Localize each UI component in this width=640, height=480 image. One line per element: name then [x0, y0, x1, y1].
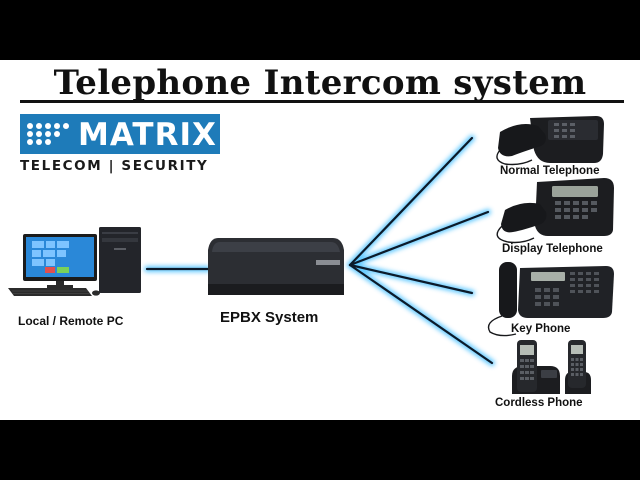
display-telephone-label: Display Telephone: [502, 243, 603, 255]
logo-dots-icon: [27, 123, 69, 145]
logo-tagline: TELECOM | SECURITY: [20, 158, 209, 174]
key-phone-label: Key Phone: [511, 323, 571, 335]
title-underline: [20, 100, 624, 103]
logo-badge: MATRIX: [20, 114, 220, 154]
epbx-device-icon: [208, 238, 344, 295]
diagram-canvas: Telephone Intercom system MATRIX TELECOM…: [0, 60, 640, 420]
display-telephone-icon: [496, 178, 614, 244]
key-phone-icon: [487, 262, 614, 337]
link-epbx-normal-phone: [348, 136, 474, 267]
pc-label: Local / Remote PC: [18, 314, 124, 328]
link-epbx-key-phone: [348, 263, 474, 295]
diagram-title: Telephone Intercom system: [53, 63, 587, 103]
logo-brand-name: MATRIX: [78, 117, 217, 153]
cordless-phone-label: Cordless Phone: [495, 397, 583, 409]
cordless-phone-icon: [512, 340, 591, 394]
network-diagram: [8, 116, 614, 394]
matrix-logo: MATRIX TELECOM | SECURITY: [20, 114, 220, 178]
epbx-label: EPBX System: [220, 309, 319, 326]
normal-telephone-label: Normal Telephone: [500, 165, 600, 177]
link-epbx-cordless-phone: [348, 263, 494, 365]
pc-icon: [8, 227, 141, 296]
normal-telephone-icon: [496, 116, 604, 166]
link-epbx-display-phone: [348, 210, 490, 267]
